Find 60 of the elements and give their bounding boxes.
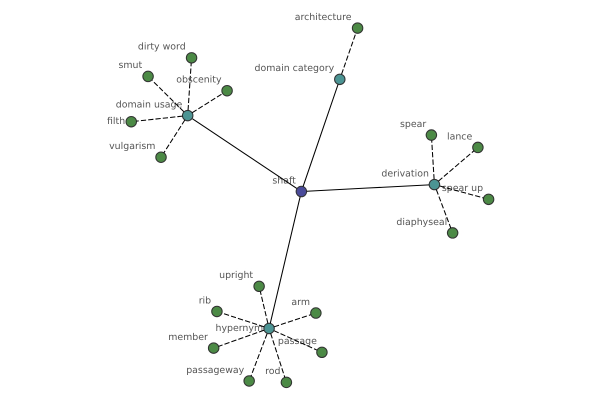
node-label: obscenity [176, 74, 222, 86]
node-circle [426, 129, 438, 141]
connector [260, 291, 268, 324]
connector [152, 80, 184, 112]
connector [192, 93, 223, 114]
node-label: rib [198, 295, 212, 306]
node-label: derivation [381, 168, 429, 180]
node-label: diaphyseal [396, 216, 448, 228]
node-label: domain category [254, 63, 334, 74]
node-label: arm [291, 296, 310, 308]
node-label: domain usage [116, 99, 182, 110]
connector [438, 150, 474, 182]
node-circle [280, 376, 292, 388]
connector [164, 120, 186, 153]
node-circle [221, 85, 233, 96]
connector [222, 312, 264, 328]
node-circle [334, 74, 346, 86]
node-circle [296, 186, 308, 198]
node-circle [310, 307, 322, 319]
node-circle [482, 194, 494, 206]
node-circle [243, 375, 255, 387]
connector [306, 184, 430, 192]
node-circle [253, 280, 265, 292]
connector [431, 140, 435, 180]
connector [218, 330, 264, 347]
node-label: spear [400, 118, 426, 130]
node-circle [142, 70, 154, 82]
connector [188, 63, 192, 110]
node-circle [126, 116, 137, 128]
connector [436, 190, 452, 228]
node-label: filth [107, 116, 126, 128]
connector [192, 118, 298, 189]
node-circle [428, 178, 440, 190]
node-label: dirty word [138, 42, 186, 53]
node-label: passageway [186, 364, 244, 376]
node-circle [316, 346, 328, 358]
node-circle [352, 22, 364, 34]
connector [274, 314, 311, 328]
node-label: member [168, 332, 208, 343]
node-label: lance [446, 131, 472, 142]
node-label: smut [118, 60, 142, 72]
node-circle [208, 342, 220, 354]
node-label: rod [265, 366, 280, 378]
connector [341, 32, 356, 74]
node-circle [155, 152, 167, 163]
connector [250, 334, 268, 376]
node-label: hypernym [216, 322, 264, 334]
connector [270, 333, 286, 378]
node-circle [182, 110, 194, 122]
node-circle [186, 52, 198, 64]
node-label: architecture [294, 12, 352, 23]
node-circle [472, 142, 484, 154]
node-circle [263, 322, 275, 334]
connector [270, 196, 301, 324]
node-label: vulgarism [109, 141, 156, 152]
node-circle [211, 306, 223, 318]
connector [302, 84, 339, 187]
node-label: upright [219, 270, 254, 282]
node-circle [446, 227, 458, 239]
connector [136, 116, 183, 122]
